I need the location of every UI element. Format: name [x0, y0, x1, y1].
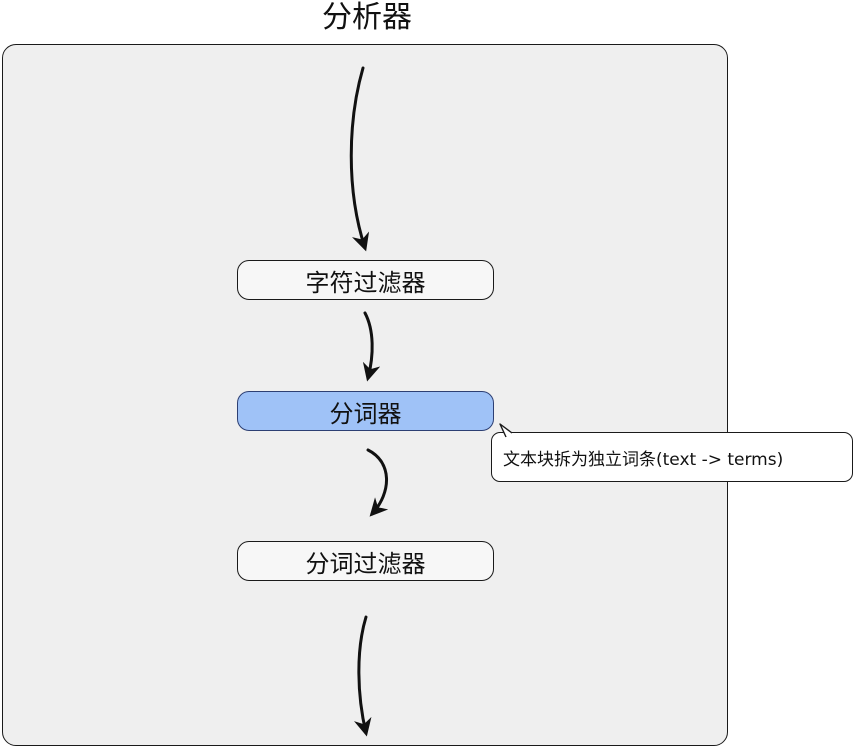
tokenizer-callout: 文本块拆为独立词条(text -> terms) [491, 432, 853, 482]
tokenizer-node: 分词器 [237, 391, 494, 431]
callout-text: 文本块拆为独立词条(text -> terms) [503, 449, 784, 470]
token-filter-label: 分词过滤器 [305, 549, 426, 578]
char-filter-label: 字符过滤器 [305, 268, 426, 297]
tokenizer-label: 分词器 [329, 399, 402, 428]
diagram-title: 分析器 [322, 0, 412, 35]
char-filter-node: 字符过滤器 [237, 260, 494, 300]
token-filter-node: 分词过滤器 [237, 541, 494, 581]
